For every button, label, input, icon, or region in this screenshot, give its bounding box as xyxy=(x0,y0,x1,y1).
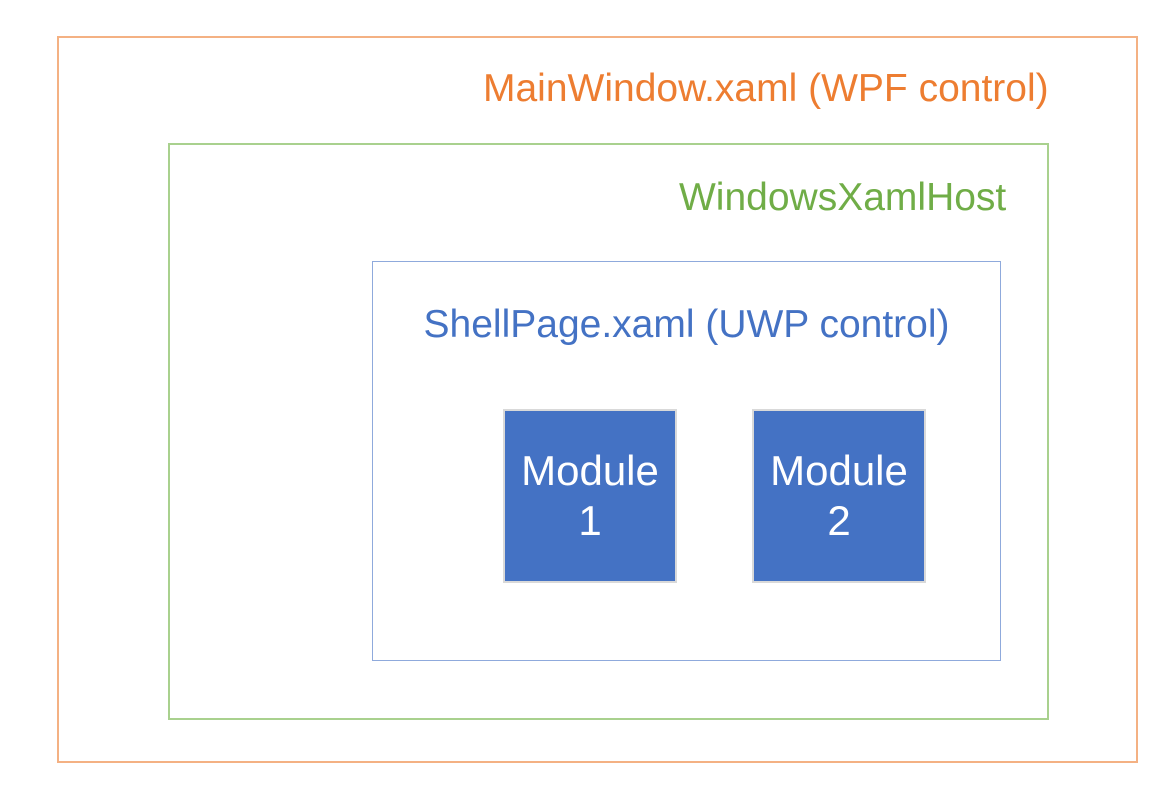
shellpage-uwp-box: ShellPage.xaml (UWP control) Module 1 Mo… xyxy=(372,261,1001,661)
windowsxamlhost-label: WindowsXamlHost xyxy=(679,176,1007,219)
module-1-box: Module 1 xyxy=(503,409,677,583)
module-2-box: Module 2 xyxy=(752,409,926,583)
mainwindow-label: MainWindow.xaml (WPF control) xyxy=(483,67,1049,110)
module-2-name: Module xyxy=(770,447,908,494)
windowsxamlhost-box: WindowsXamlHost ShellPage.xaml (UWP cont… xyxy=(168,143,1049,720)
module-2-number: 2 xyxy=(827,497,851,544)
mainwindow-wpf-box: MainWindow.xaml (WPF control) WindowsXam… xyxy=(57,36,1138,763)
module-1-name: Module xyxy=(521,447,659,494)
shellpage-label: ShellPage.xaml (UWP control) xyxy=(423,303,950,346)
module-1-number: 1 xyxy=(578,497,602,544)
